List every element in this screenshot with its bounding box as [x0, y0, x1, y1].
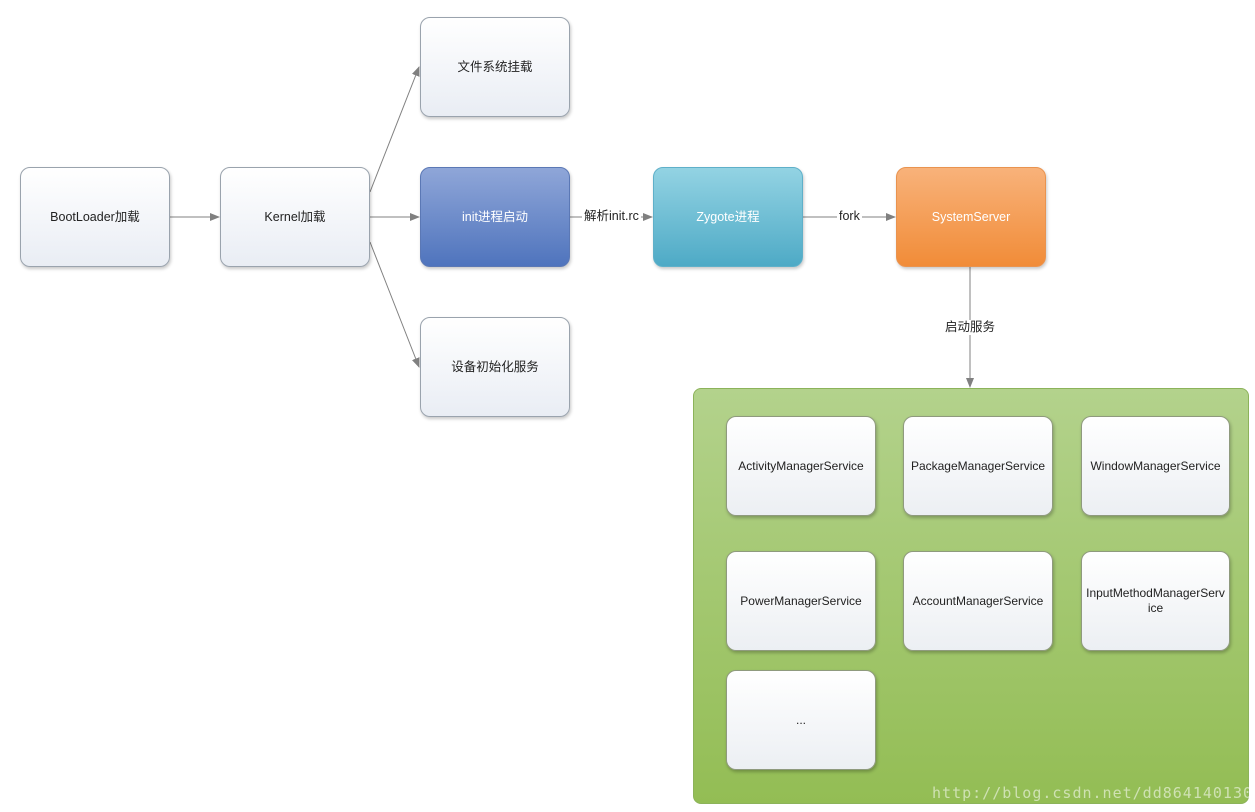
init-label: init进程启动 — [462, 209, 528, 224]
edge-kernel-fs-mount — [369, 66, 420, 193]
service-label: InputMethodManagerService — [1086, 586, 1225, 615]
service-label: ActivityManagerService — [738, 458, 864, 473]
edge-label-start-services: 启动服务 — [943, 320, 998, 335]
kernel-node[interactable]: Kernel加载 — [220, 167, 370, 267]
init-node[interactable]: init进程启动 — [420, 167, 570, 267]
service-label: PowerManagerService — [740, 593, 862, 608]
edge-label-parse-init-rc: 解析init.rc — [582, 209, 641, 224]
service-account-manager[interactable]: AccountManagerService — [903, 551, 1053, 651]
service-activity-manager[interactable]: ActivityManagerService — [726, 416, 876, 516]
service-window-manager[interactable]: WindowManagerService — [1081, 416, 1230, 516]
service-more[interactable]: ... — [726, 670, 876, 770]
service-label: AccountManagerService — [912, 593, 1044, 608]
systemserver-node[interactable]: SystemServer — [896, 167, 1046, 267]
watermark: http://blog.csdn.net/dd864140130 — [932, 784, 1253, 802]
zygote-node[interactable]: Zygote进程 — [653, 167, 803, 267]
edge-label-fork: fork — [837, 209, 862, 224]
device-init-node[interactable]: 设备初始化服务 — [420, 317, 570, 417]
systemserver-label: SystemServer — [931, 209, 1011, 224]
fs-mount-node[interactable]: 文件系统挂载 — [420, 17, 570, 117]
service-package-manager[interactable]: PackageManagerService — [903, 416, 1053, 516]
device-init-label: 设备初始化服务 — [451, 359, 539, 374]
edge-kernel-device-init — [369, 241, 420, 368]
bootloader-node[interactable]: BootLoader加载 — [20, 167, 170, 267]
kernel-label: Kernel加载 — [264, 209, 326, 224]
bootloader-label: BootLoader加载 — [50, 209, 140, 224]
service-input-method-manager[interactable]: InputMethodManagerService — [1081, 551, 1230, 651]
service-power-manager[interactable]: PowerManagerService — [726, 551, 876, 651]
service-label: PackageManagerService — [910, 458, 1046, 473]
fs-mount-label: 文件系统挂载 — [457, 59, 533, 74]
service-label: ... — [795, 712, 806, 727]
service-label: WindowManagerService — [1090, 458, 1221, 473]
zygote-label: Zygote进程 — [696, 209, 760, 224]
